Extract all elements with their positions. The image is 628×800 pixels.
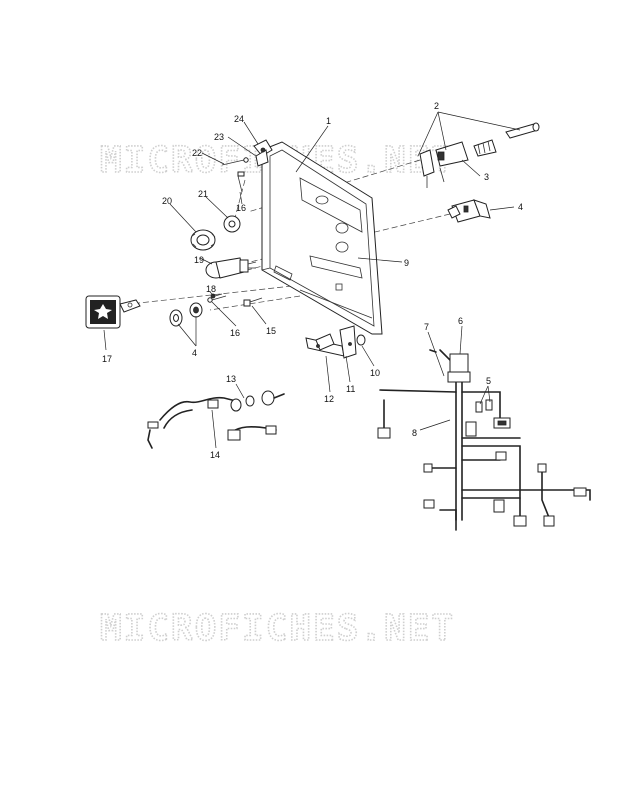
callout-4-left: 4: [192, 348, 197, 358]
main-wiring-harness: [377, 349, 591, 531]
bracket-11-12: [305, 325, 366, 359]
mount-bracket-top: [253, 139, 273, 167]
callout-20: 20: [162, 196, 172, 206]
callout-15: 15: [266, 326, 276, 336]
callout-14: 14: [210, 450, 220, 460]
callout-13: 13: [226, 374, 236, 384]
callout-4-right: 4: [518, 202, 523, 212]
callout-21: 21: [198, 189, 208, 199]
callout-5: 5: [486, 376, 491, 386]
callout-2: 2: [434, 101, 439, 111]
screw-16-top: [237, 171, 245, 193]
callout-16-top: 16: [236, 203, 246, 213]
washer-21: [223, 215, 241, 233]
callout-labels: 1 2 3 4 4 5 6 7 8 9 10 11 12 13 14 15 16…: [102, 101, 523, 460]
callout-6: 6: [458, 316, 463, 326]
callout-22: 22: [192, 148, 202, 158]
bolt-15: [243, 297, 263, 307]
callout-17: 17: [102, 354, 112, 364]
toggle-switch-4: [447, 199, 491, 223]
dash-panel: [261, 141, 383, 335]
callout-7: 7: [424, 322, 429, 332]
callout-8: 8: [412, 428, 417, 438]
callout-11: 11: [346, 384, 355, 394]
switch-assembly-2-3: [419, 122, 540, 188]
callout-3: 3: [484, 172, 489, 182]
callout-24: 24: [234, 114, 244, 124]
screw-22: [221, 157, 249, 166]
callout-1: 1: [326, 116, 331, 126]
callout-19: 19: [194, 255, 204, 265]
light-harness-13-14: [147, 390, 285, 449]
nuts-4-left: [169, 302, 203, 327]
ignition-switch: [205, 257, 257, 299]
ring-nut-20: [190, 229, 216, 251]
callout-23: 23: [214, 132, 224, 142]
callout-18: 18: [206, 284, 216, 294]
ignition-key: [85, 295, 141, 329]
callout-10: 10: [370, 368, 380, 378]
callout-12: 12: [324, 394, 334, 404]
watermark-bottom: MICROFICHES.NET: [100, 608, 455, 649]
callout-9: 9: [404, 258, 409, 268]
leader-lines: [103, 111, 521, 449]
screw-16-bottom: [207, 295, 227, 303]
callout-16-bottom: 16: [230, 328, 240, 338]
